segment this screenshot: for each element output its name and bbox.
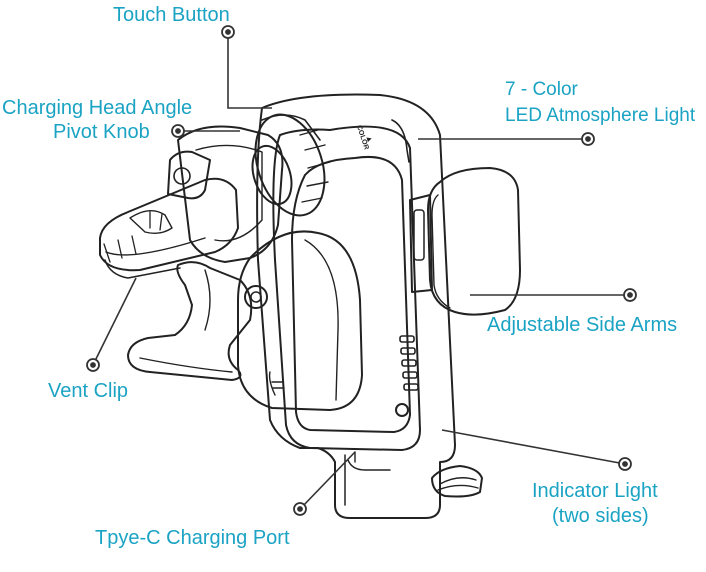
label-led-line2: LED Atmosphere Light xyxy=(505,105,696,126)
charging-pad xyxy=(237,230,363,411)
label-vent-clip: Vent Clip xyxy=(48,380,129,402)
callout-line-type-c xyxy=(299,451,356,510)
bottom-clamp xyxy=(431,465,483,498)
callout-marker-vent-clip xyxy=(86,358,100,372)
vent-clip-plate xyxy=(99,177,239,272)
callout-marker-led xyxy=(581,132,595,146)
device-front-edge xyxy=(272,125,421,451)
label-indicator-line1: Indicator Light xyxy=(532,480,658,502)
vent-clip-lever xyxy=(127,261,253,381)
callout-marker-indicator xyxy=(618,457,632,471)
label-charging-head-line1: Charging Head Angle xyxy=(2,97,193,119)
label-type-c-port: Tpye-C Charging Port xyxy=(95,527,290,549)
front-panel xyxy=(291,156,411,433)
touch-marker-glyph: ▲ xyxy=(364,134,375,144)
led-strip xyxy=(391,119,410,163)
label-charging-head-line2: Pivot Knob xyxy=(53,121,150,143)
callout-marker-side-arms xyxy=(623,288,637,302)
label-touch-button: Touch Button xyxy=(113,4,230,26)
callout-line-vent-clip xyxy=(92,277,137,366)
side-arm xyxy=(427,167,521,316)
indicator-light-slots xyxy=(399,335,419,391)
lever-screw xyxy=(244,285,268,309)
callout-marker-type-c xyxy=(293,502,307,516)
label-led-line1: 7 - Color xyxy=(505,79,578,100)
callout-line-touch-button xyxy=(227,32,272,109)
callout-line-indicator xyxy=(441,429,626,465)
label-side-arms: Adjustable Side Arms xyxy=(487,314,678,336)
device-body xyxy=(256,93,456,519)
callout-marker-touch-button xyxy=(221,25,235,39)
label-indicator-line2: (two sides) xyxy=(552,505,649,527)
body-screw xyxy=(395,403,409,417)
pivot-knob xyxy=(251,113,331,217)
charging-head xyxy=(177,125,284,263)
bottom-base xyxy=(344,454,391,506)
callout-marker-pivot-knob xyxy=(171,124,185,138)
